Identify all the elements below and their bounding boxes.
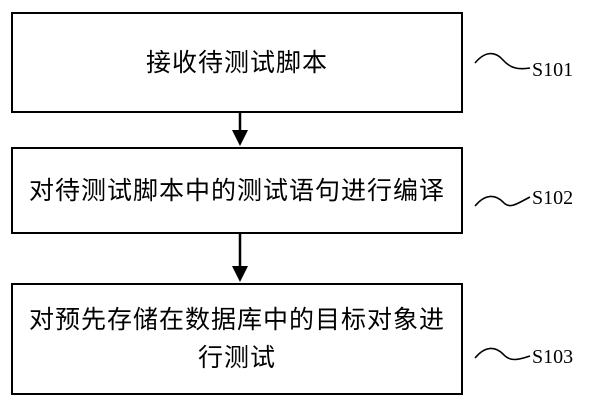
step-text-s102: 对待测试脚本中的测试语句进行编译 bbox=[29, 175, 446, 205]
step-label-s101: S101 bbox=[532, 59, 574, 81]
leader-line-s102 bbox=[474, 195, 531, 207]
step-label-s102: S102 bbox=[532, 187, 574, 209]
leader-line-s101 bbox=[474, 52, 531, 70]
step-box-s101: 接收待测试脚本 bbox=[11, 12, 463, 113]
leader-line-s103 bbox=[474, 347, 531, 361]
step-text-s103: 对预先存储在数据库中的目标对象进行测试 bbox=[29, 305, 446, 372]
arrow-s102-to-s103 bbox=[232, 234, 248, 282]
step-text-s101: 接收待测试脚本 bbox=[145, 47, 328, 77]
arrow-s101-to-s102 bbox=[232, 113, 248, 146]
step-box-s103: 对预先存储在数据库中的目标对象进行测试 bbox=[11, 283, 463, 395]
step-box-s102: 对待测试脚本中的测试语句进行编译 bbox=[11, 147, 463, 234]
step-label-s103: S103 bbox=[532, 346, 574, 368]
